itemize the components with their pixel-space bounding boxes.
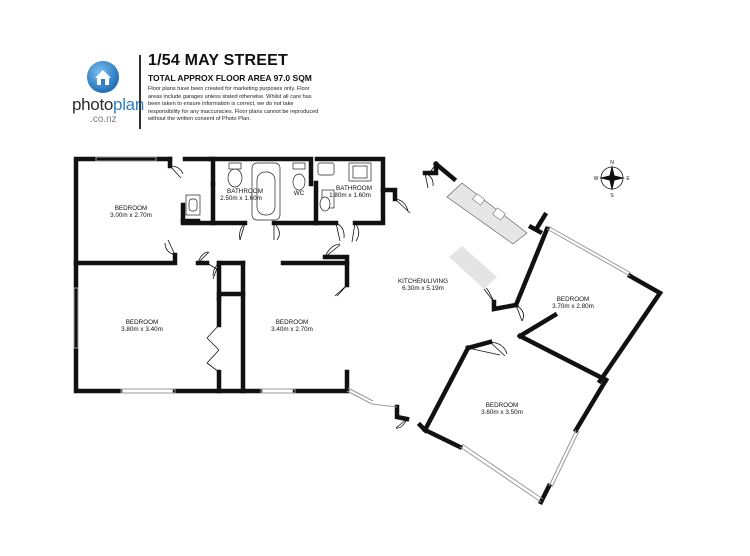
room-name: BEDROOM	[486, 402, 519, 409]
room-dimensions: 3.70m x 2.80m	[552, 303, 594, 310]
brand-domain: .co.nz	[90, 114, 117, 125]
doors	[164, 163, 524, 429]
room-name: BATHROOM	[227, 188, 263, 195]
room-name: WC	[294, 190, 305, 197]
room-dimensions: 3.40m x 2.70m	[271, 326, 313, 333]
listing-header: photoplan .co.nz 1/54 MAY STREET TOTAL A…	[0, 0, 750, 140]
brand-wordmark: photoplan	[72, 95, 144, 114]
bathroom-fixtures	[185, 162, 372, 221]
room-dimensions: 1.80m x 1.60m	[329, 192, 371, 199]
house-icon	[87, 61, 119, 93]
compass-icon: N S E W	[594, 160, 631, 199]
room-dimensions: 2.50m x 1.60m	[220, 195, 262, 202]
room-name: BEDROOM	[557, 296, 590, 303]
room-name: BEDROOM	[276, 319, 309, 326]
floor-area: TOTAL APPROX FLOOR AREA 97.0 SQM	[148, 73, 312, 83]
disclaimer-text: Floor plans have been created for market…	[148, 86, 319, 123]
listing-title: 1/54 MAY STREET	[148, 52, 288, 69]
room-dimensions: 3.00m x 2.70m	[110, 212, 152, 219]
compass-west: W	[594, 176, 599, 182]
header-divider	[139, 55, 141, 129]
windows	[73, 156, 632, 503]
compass-north: N	[610, 160, 614, 166]
compass-south: S	[610, 193, 614, 199]
room-name: BEDROOM	[126, 319, 159, 326]
room-name: BATHROOM	[336, 185, 372, 192]
room-dimensions: 3.80m x 3.40m	[121, 326, 163, 333]
room-labels: BEDROOM 3.00m x 2.70m BATHROOM 2.50m x 1…	[110, 185, 594, 416]
compass-east: E	[626, 176, 630, 182]
room-name: BEDROOM	[115, 205, 148, 212]
room-dimensions: 6.30m x 5.19m	[402, 285, 444, 292]
room-dimensions: 3.60m x 3.50m	[481, 409, 523, 416]
walls	[73, 156, 664, 506]
room-name: KITCHEN/LIVING	[398, 278, 448, 285]
kitchen-fixtures	[446, 182, 528, 289]
